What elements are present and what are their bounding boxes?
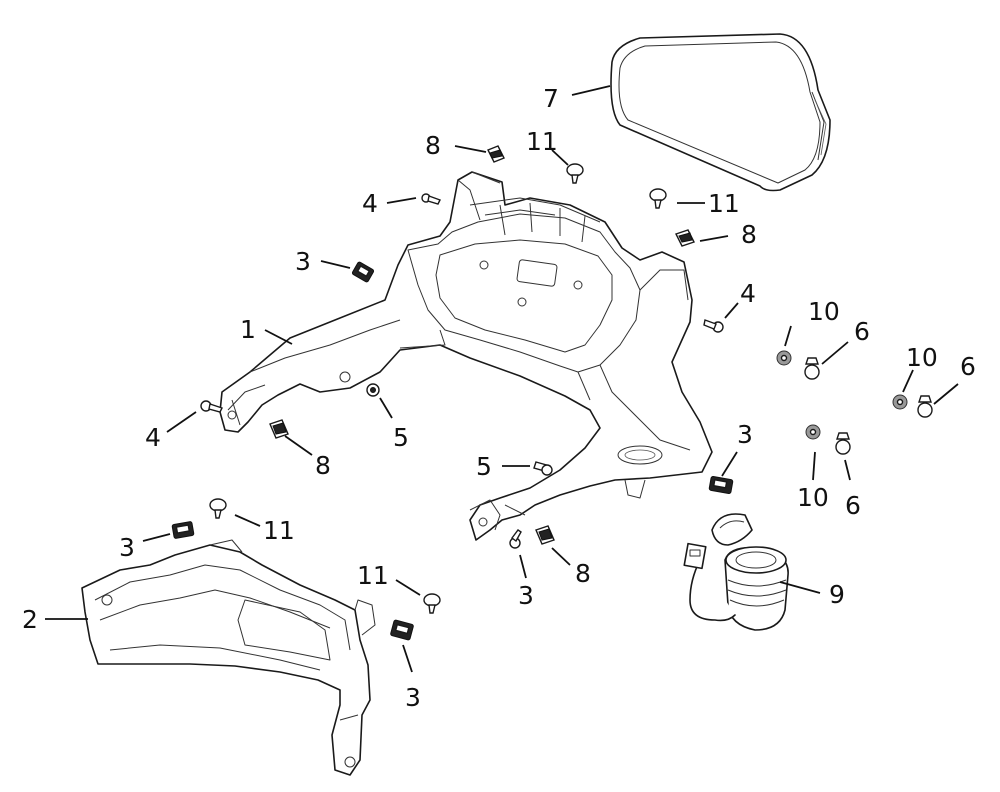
part-7-panel [610, 33, 831, 192]
callout-10: 10 [808, 297, 840, 326]
bolt-6-c [835, 432, 851, 455]
screw-4-a [421, 193, 441, 205]
bolt-6-b [917, 395, 933, 418]
callout-9: 9 [829, 580, 845, 609]
screw-4-c [200, 400, 223, 413]
leader-lines [45, 85, 959, 673]
callout-2: 2 [22, 605, 38, 634]
callout-3: 3 [119, 533, 135, 562]
callout-numbers: 7 8 11 4 11 8 3 4 1 10 6 10 6 4 5 8 3 5 … [22, 84, 976, 712]
nut-3-d [390, 619, 414, 641]
callout-11: 11 [708, 189, 740, 218]
screw-4-b [703, 319, 724, 333]
bolt-5-a [366, 383, 380, 397]
callout-4: 4 [740, 279, 756, 308]
callout-1: 1 [240, 315, 256, 344]
callout-8: 8 [425, 131, 441, 160]
nut-3-a [351, 261, 375, 283]
callout-6: 6 [845, 491, 861, 520]
washer-10-c [805, 424, 821, 440]
callout-11: 11 [526, 127, 558, 156]
nut-3-b [708, 476, 734, 494]
callout-4: 4 [145, 423, 161, 452]
clip-8-a [487, 145, 505, 163]
callout-6: 6 [854, 317, 870, 346]
callout-8: 8 [741, 220, 757, 249]
part-1-main-bracket [219, 171, 713, 541]
nut-3-c [171, 521, 195, 539]
clip-8-c [269, 419, 289, 439]
callout-8: 8 [575, 559, 591, 588]
callout-11: 11 [357, 561, 389, 590]
callout-5: 5 [476, 452, 492, 481]
callout-10: 10 [797, 483, 829, 512]
clip-8-b [675, 229, 695, 247]
part-9-socket [683, 513, 789, 631]
grommet-11-c [209, 498, 227, 519]
callout-7: 7 [543, 84, 559, 113]
clip-8-d [535, 525, 555, 545]
callout-4: 4 [362, 189, 378, 218]
grommet-11-a [566, 163, 584, 184]
screw-4-d [509, 529, 522, 549]
callout-5: 5 [393, 423, 409, 452]
callout-11: 11 [263, 516, 295, 545]
callout-3: 3 [295, 247, 311, 276]
grommet-11-b [649, 188, 667, 209]
part-2-lower-cover [81, 539, 376, 776]
washer-10-b [892, 394, 908, 410]
grommet-11-d [423, 593, 441, 614]
callout-6: 6 [960, 352, 976, 381]
callout-8: 8 [315, 451, 331, 480]
hardware [171, 145, 933, 641]
callout-3: 3 [737, 420, 753, 449]
washer-10-a [776, 350, 792, 366]
bolt-5-b [533, 461, 553, 476]
callout-4: 3 [518, 581, 534, 610]
callout-3: 3 [405, 683, 421, 712]
bolt-6-a [804, 357, 820, 380]
callout-10: 10 [906, 343, 938, 372]
